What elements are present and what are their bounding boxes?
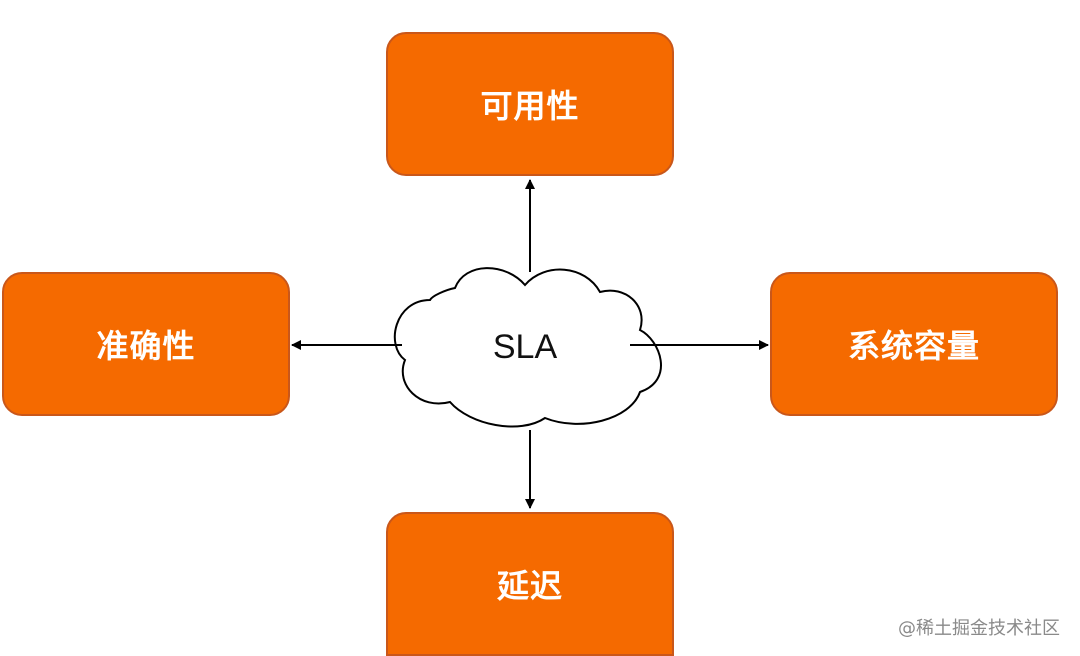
sla-cloud — [393, 267, 662, 428]
node-availability: 可用性 — [386, 32, 674, 176]
watermark: @稀土掘金技术社区 — [898, 618, 1060, 639]
node-accuracy: 准确性 — [2, 272, 290, 416]
node-latency: 延迟 — [386, 512, 674, 656]
sla-label: SLA — [492, 327, 558, 366]
node-system-capacity: 系统容量 — [770, 272, 1058, 416]
